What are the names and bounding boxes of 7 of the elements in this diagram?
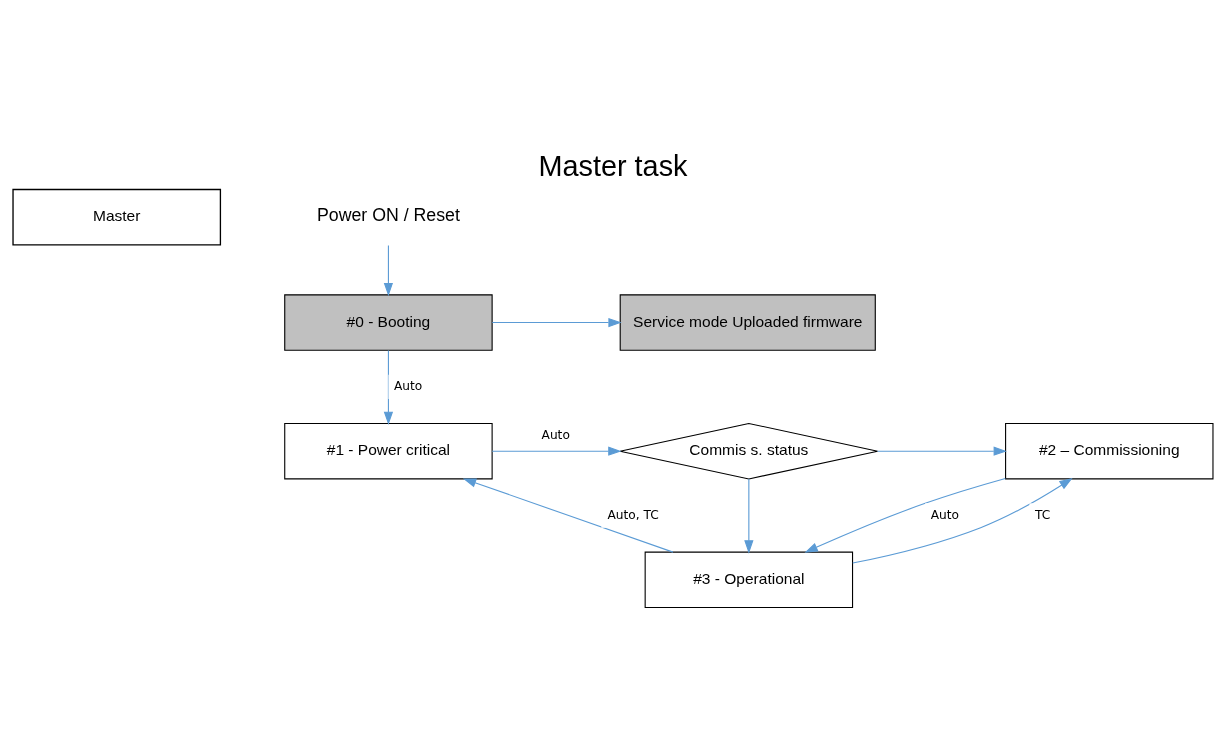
edge-label: TC — [1034, 507, 1051, 522]
edge-label: Auto, TC — [607, 507, 659, 522]
node-text: Power ON / Reset — [316, 205, 460, 226]
edge-label: Auto — [541, 427, 570, 442]
diagram-title: Master task — [538, 149, 688, 182]
edge-label: Auto — [393, 378, 423, 393]
edge-label: Auto — [930, 507, 960, 522]
